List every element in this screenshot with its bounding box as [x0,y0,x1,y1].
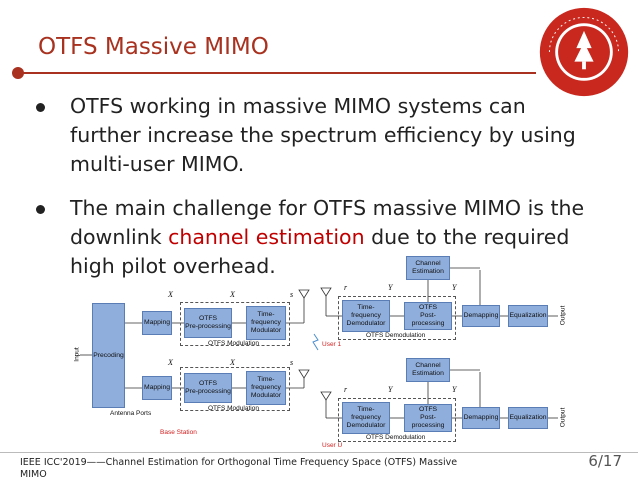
otfs-demodulation-group-2 [338,398,456,442]
footer-citation: IEEE ICC'2019——Channel Estimation for Or… [20,457,458,480]
channel-estimation-block-2: Channel Estimation [406,358,450,382]
title-underline [18,72,536,74]
title-bullet-dot [12,67,24,79]
otfs-demodulation-label-2: OTFS Demodulation [366,434,426,441]
page-number: 6/17 [588,452,622,470]
otfs-modulation-label-2: OTFS Modulation [208,405,259,412]
r-symbol-2: r [344,385,348,394]
bullet-dot [36,205,45,214]
y-tf-symbol-1: Y [388,283,393,292]
tf-demodulator-block-2: Time- frequency Demodulator [342,402,390,434]
y-dd-symbol-2: Y [452,385,457,394]
tf-modulator-block-2: Time- frequency Modulator [246,371,286,405]
equalization-block-2: Equalization [508,407,548,429]
university-seal-logo [539,7,629,97]
bullet-1-text: OTFS working in massive MIMO systems can… [70,94,576,176]
mapping-block-2: Mapping [142,376,172,400]
bullet-dot [36,103,45,112]
user-u-label: User U [322,442,343,449]
otfs-modulation-label-1: OTFS Modulation [208,340,259,347]
x-dd-symbol-2: X [168,358,173,367]
s-symbol-1: s [290,290,294,299]
demapping-block-2: Demapping [462,407,500,429]
bullet-2-text: The main challenge for OTFS massive MIMO… [70,196,585,278]
antenna-icon [298,287,332,401]
equalization-block-1: Equalization [508,305,548,327]
input-label: Input [73,347,81,362]
demapping-block-1: Demapping [462,305,500,327]
otfs-preprocessing-block-1: OTFS Pre-processing [184,308,232,338]
otfs-modulation-group-1 [180,302,290,346]
x-dd-symbol-1: X [168,290,173,299]
antenna-ports-label: Antenna Ports [110,410,152,417]
base-station-label: Base Station [160,429,197,436]
precoding-block: Precoding [92,303,125,408]
otfs-postprocessing-block-2: OTFS Post-processing [404,404,452,432]
output-label-1: Output [559,305,567,326]
y-tf-symbol-2: Y [388,385,393,394]
output-label-2: Output [559,407,567,428]
x-tf-symbol-1: X [230,290,235,299]
x-tf-symbol-2: X [230,358,235,367]
y-dd-symbol-1: Y [452,283,457,292]
mapping-block-1: Mapping [142,311,172,335]
channel-estimation-block-1: Channel Estimation [406,256,450,280]
otfs-modulation-group-2 [180,367,290,411]
footer-divider [0,452,638,453]
otfs-postprocessing-block-1: OTFS Post-processing [404,302,452,330]
highlight-text: channel estimation [168,225,365,249]
slide-title: OTFS Massive MIMO [38,34,269,60]
otfs-demodulation-group-1 [338,296,456,340]
otfs-preprocessing-block-2: OTFS Pre-processing [184,373,232,403]
tf-modulator-block-1: Time- frequency Modulator [246,306,286,340]
r-symbol-1: r [344,283,348,292]
tf-demodulator-block-1: Time- frequency Demodulator [342,300,390,332]
user-1-label: User 1 [322,341,342,348]
otfs-demodulation-label-1: OTFS Demodulation [366,332,426,339]
wireless-link-icon [312,333,319,351]
s-symbol-2: s [290,358,294,367]
